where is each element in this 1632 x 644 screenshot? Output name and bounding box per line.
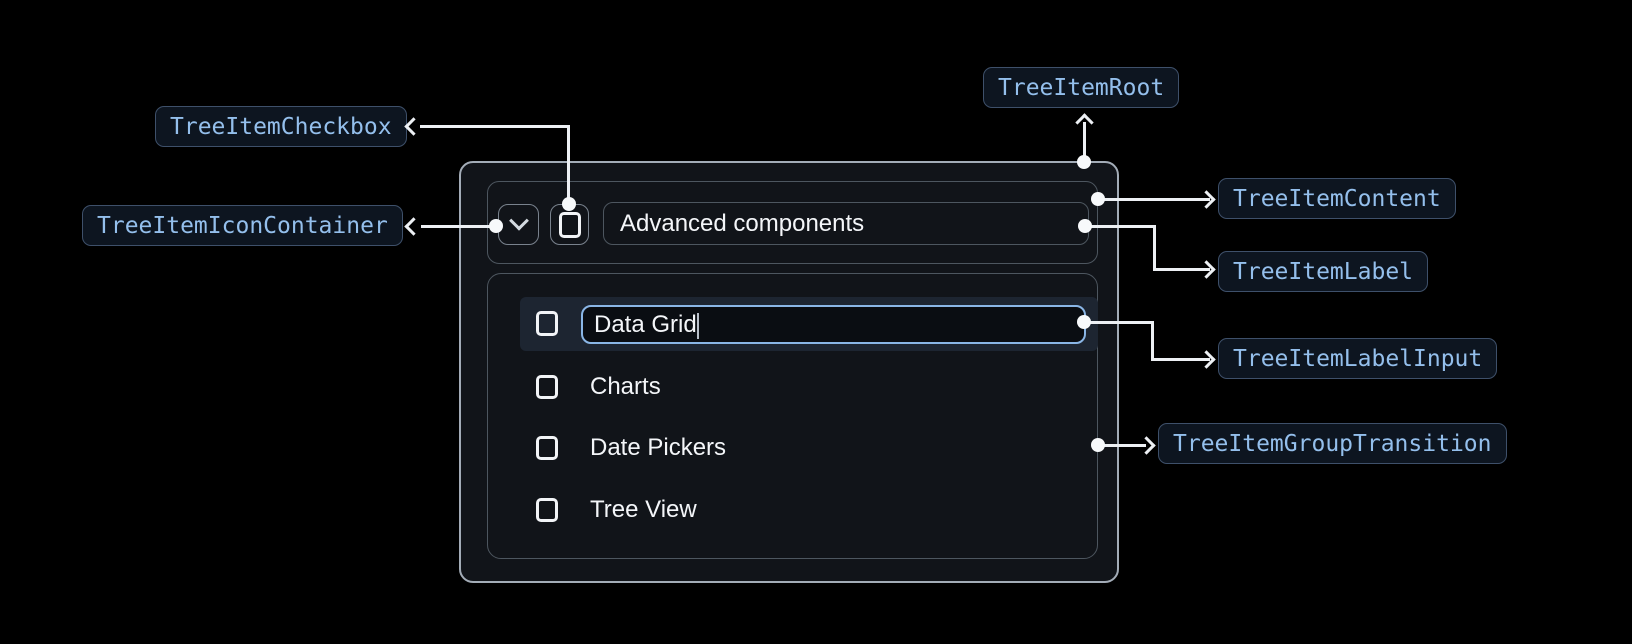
tree-item-label-text: Charts	[590, 373, 661, 400]
annotation-badge-tree-item-label: TreeItemLabel	[1218, 251, 1429, 292]
tree-item-row-tree-view[interactable]: Tree View	[520, 483, 1098, 537]
arrowhead-icon	[1196, 189, 1216, 209]
connector-line	[1151, 320, 1154, 360]
tree-item-label-text: Date Pickers	[590, 434, 727, 461]
annotation-badge-tree-item-content: TreeItemContent	[1218, 178, 1456, 219]
checkbox-unchecked-icon[interactable]	[536, 375, 558, 399]
connector-line	[1085, 224, 1156, 228]
checkbox-unchecked-icon[interactable]	[536, 436, 558, 460]
arrowhead-icon	[1196, 259, 1216, 279]
tree-view-panel: Advanced components Charts Date Pickers	[459, 161, 1119, 583]
connector-dot	[1078, 219, 1092, 233]
tree-item-icon-container[interactable]	[498, 204, 539, 245]
text-caret	[697, 313, 699, 339]
tree-item-label-input[interactable]	[583, 307, 1084, 342]
connector-line	[1151, 357, 1210, 361]
connector-line	[567, 124, 570, 205]
connector-line	[1098, 197, 1210, 201]
tree-item-content[interactable]: Advanced components	[487, 181, 1098, 264]
connector-dot	[489, 219, 503, 233]
tree-item-label-text: Tree View	[590, 496, 697, 523]
connector-dot	[562, 197, 576, 211]
connector-line	[1082, 122, 1086, 164]
connector-dot	[1091, 438, 1105, 452]
arrowhead-icon	[1074, 113, 1094, 132]
annotation-badge-tree-item-group-transition: TreeItemGroupTransition	[1158, 423, 1507, 464]
tree-item-label-text: Advanced components	[620, 209, 865, 237]
tree-item-row-date-pickers[interactable]: Date Pickers	[520, 421, 1098, 475]
arrowhead-icon	[1196, 349, 1216, 369]
checkbox-unchecked-icon[interactable]	[536, 498, 558, 522]
tree-item-group: Charts Date Pickers Tree View	[487, 273, 1098, 559]
tree-item-label[interactable]: Advanced components	[603, 202, 1089, 245]
arrowhead-icon	[404, 116, 423, 136]
arrowhead-icon	[1136, 435, 1156, 455]
connector-line	[1084, 320, 1154, 324]
connector-line	[1153, 267, 1210, 271]
connector-line	[421, 224, 497, 228]
annotation-badge-tree-item-root: TreeItemRoot	[983, 67, 1180, 108]
connector-line	[1153, 224, 1156, 270]
connector-line	[1098, 443, 1146, 447]
arrowhead-icon	[404, 216, 423, 236]
annotation-badge-tree-item-checkbox: TreeItemCheckbox	[155, 106, 407, 147]
connector-dot	[1091, 192, 1105, 206]
checkbox-unchecked-icon[interactable]	[536, 311, 558, 336]
connector-dot	[1077, 155, 1091, 169]
tree-item-row-data-grid[interactable]	[520, 297, 1098, 351]
tree-item-row-charts[interactable]: Charts	[520, 360, 1098, 414]
annotation-badge-tree-item-label-input: TreeItemLabelInput	[1218, 338, 1498, 379]
connector-dot	[1077, 315, 1091, 329]
annotation-badge-tree-item-icon-container: TreeItemIconContainer	[82, 205, 403, 246]
tree-item-label-input-box	[581, 305, 1086, 344]
checkbox-unchecked-icon	[558, 211, 581, 238]
connector-line	[420, 124, 570, 128]
chevron-down-icon	[508, 210, 529, 231]
